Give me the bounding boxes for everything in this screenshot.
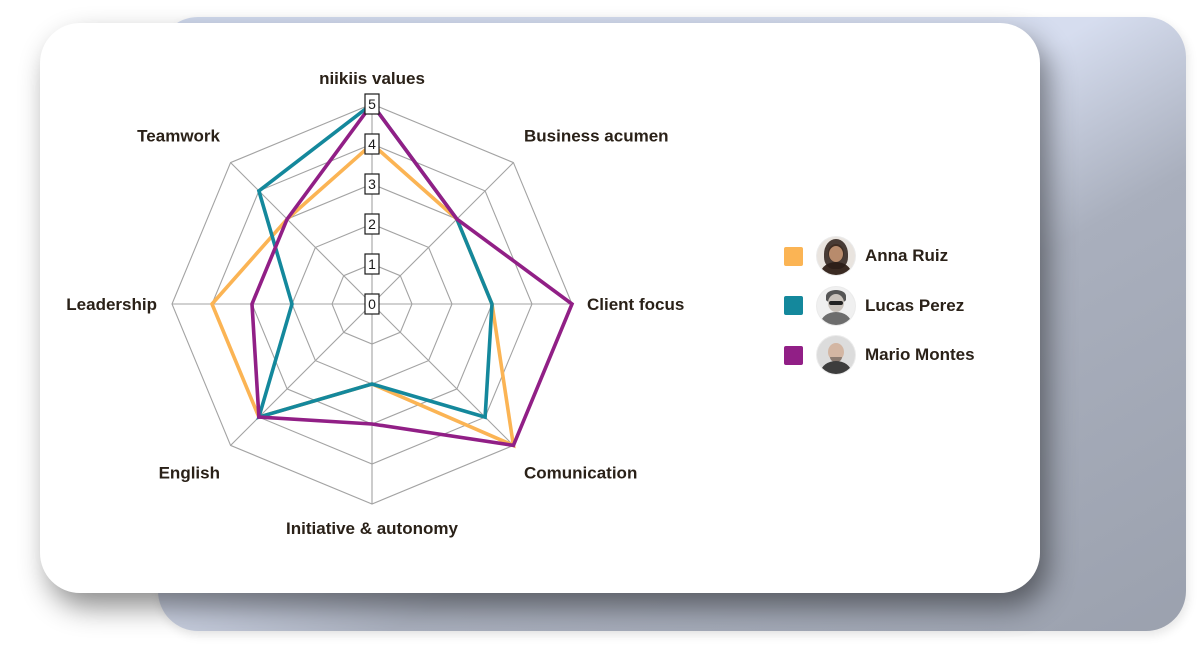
grid-spoke — [371, 162, 514, 305]
legend-swatch — [784, 246, 803, 266]
scale-tick-label: 2 — [368, 216, 376, 232]
scale-tick-box — [364, 213, 380, 235]
scale-tick-label: 3 — [368, 176, 376, 192]
scale-tick-box — [364, 253, 380, 275]
axis-label-client-focus: Client focus — [587, 295, 684, 314]
legend-item-anna-ruiz[interactable]: Anna Ruiz — [784, 236, 1014, 276]
scale-tick-box — [364, 293, 380, 315]
scale-tick-label: 0 — [368, 296, 376, 312]
legend-item-lucas-perez[interactable]: Lucas Perez — [784, 286, 1014, 326]
axis-label-comunication: Comunication — [524, 464, 637, 483]
scale-tick-box — [364, 173, 380, 195]
grid-spoke — [371, 303, 514, 446]
series-line-mario-montes — [250, 100, 575, 448]
axis-label-leadership: Leadership — [66, 295, 157, 314]
legend: Anna Ruiz Lucas Perez Mario Montes — [784, 236, 1014, 385]
axis-label-niikiis-values: niikiis values — [319, 69, 425, 88]
legend-swatch — [784, 345, 803, 365]
axis-label-initiative-autonomy: Initiative & autonomy — [286, 519, 458, 538]
axis-label-english: English — [159, 464, 220, 483]
scale-tick-box — [364, 133, 380, 155]
bald-man-avatar — [817, 336, 855, 374]
legend-label: Anna Ruiz — [865, 246, 949, 265]
legend-label: Mario Montes — [865, 345, 975, 364]
radar-series — [209, 100, 575, 449]
radar-scale: 0 1 2 3 4 5 — [364, 93, 380, 315]
grid-spoke — [230, 303, 373, 446]
grid-spoke — [230, 162, 373, 305]
axis-label-teamwork: Teamwork — [137, 127, 220, 146]
man-glasses-avatar — [817, 286, 855, 325]
legend-swatch — [784, 296, 803, 315]
scale-tick-label: 5 — [368, 96, 376, 112]
scale-tick-label: 4 — [368, 136, 376, 152]
series-line-lucas-perez — [256, 101, 494, 420]
legend-label: Lucas Perez — [865, 295, 965, 315]
woman-avatar — [817, 237, 855, 275]
legend-item-mario-montes[interactable]: Mario Montes — [784, 335, 1014, 375]
scale-tick-box — [364, 93, 380, 115]
axis-label-business-acumen: Business acumen — [524, 127, 669, 146]
scale-tick-label: 1 — [368, 256, 376, 272]
